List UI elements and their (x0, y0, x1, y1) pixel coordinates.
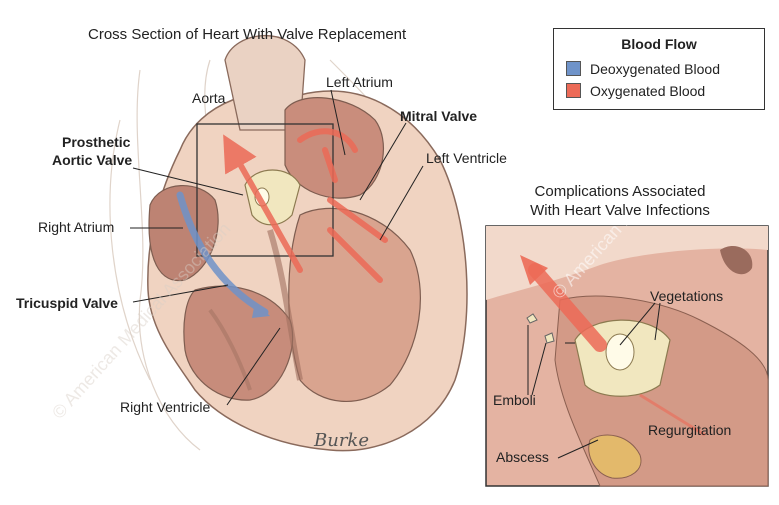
label-mitral-valve: Mitral Valve (400, 108, 478, 124)
legend: Blood Flow Deoxygenated Blood Oxygenated… (553, 28, 765, 110)
complications-title-line2: With Heart Valve Infections (530, 202, 710, 219)
legend-swatch-red (566, 83, 581, 98)
label-aortic-valve: Aortic Valve (52, 152, 133, 168)
complications-title-line1: Complications Associated (534, 183, 706, 200)
label-left-atrium: Left Atrium (326, 74, 393, 90)
deoxygenated-flow (176, 191, 270, 318)
legend-item-deoxygenated: Deoxygenated Blood (566, 61, 720, 77)
signature: Burke (313, 430, 369, 451)
label-right-atrium: Right Atrium (38, 219, 115, 235)
complications-inset (485, 225, 769, 487)
label-emboli: Emboli (493, 392, 536, 408)
legend-label: Oxygenated Blood (590, 83, 706, 99)
leader-lines (130, 89, 424, 406)
label-left-ventricle: Left Ventricle (426, 150, 507, 166)
complications-title: Complications Associated With Heart Valv… (490, 182, 750, 220)
label-abscess: Abscess (496, 449, 549, 465)
label-right-ventricle: Right Ventricle (120, 399, 211, 415)
zoom-box (196, 123, 334, 257)
label-regurgitation: Regurgitation (648, 422, 732, 438)
label-aorta: Aorta (192, 90, 226, 106)
legend-item-oxygenated: Oxygenated Blood (566, 83, 705, 99)
legend-title: Blood Flow (621, 36, 697, 52)
legend-swatch-blue (566, 61, 581, 76)
page-title: Cross Section of Heart With Valve Replac… (88, 26, 407, 43)
oxygenated-flow (223, 128, 388, 283)
legend-label: Deoxygenated Blood (590, 61, 720, 77)
label-vegetations: Vegetations (650, 288, 724, 304)
heart-body (147, 34, 468, 452)
label-tricuspid-valve: Tricuspid Valve (16, 295, 118, 311)
label-prosthetic: Prosthetic (62, 134, 131, 150)
